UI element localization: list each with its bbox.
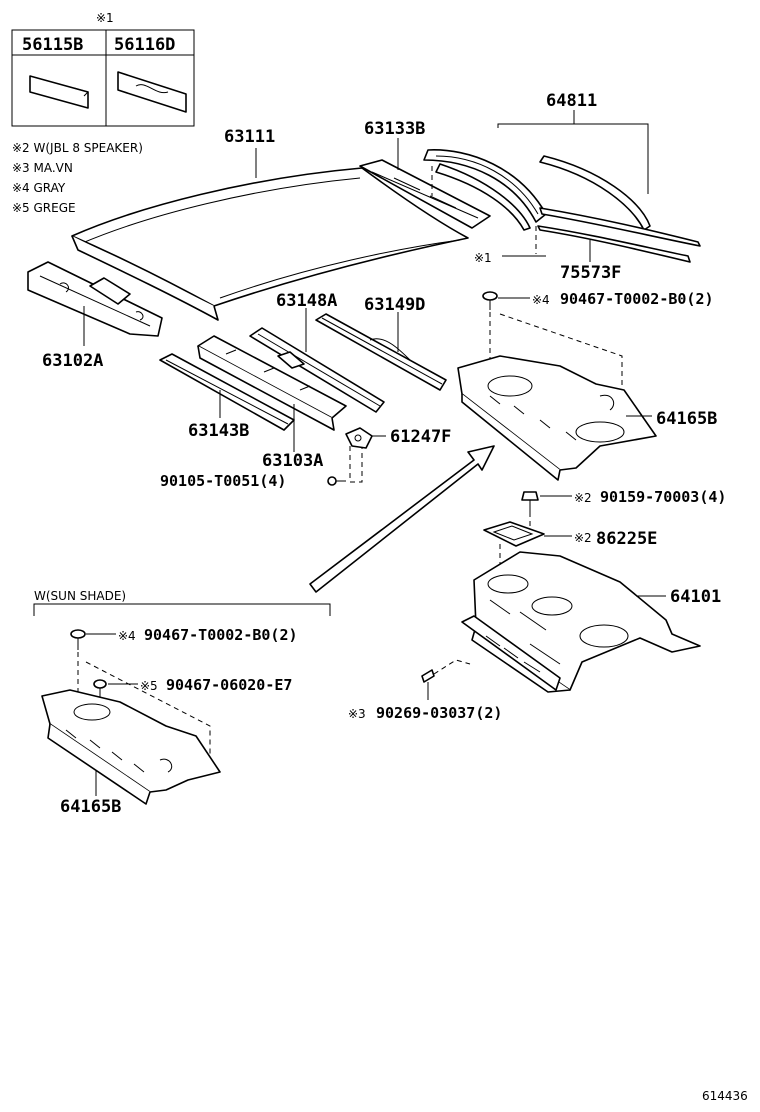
clip-top: ※4 90467-T0002-B0(2) xyxy=(482,290,714,430)
label-mark-1: ※1 xyxy=(474,251,492,265)
screw-ma: ※3 90269-03037(2) xyxy=(348,659,502,722)
label-sun-clip-b-mark: ※5 xyxy=(140,679,158,693)
direction-arrow-icon xyxy=(309,445,495,593)
figure-id: 614436 xyxy=(702,1089,748,1103)
label-63143B: 63143B xyxy=(188,421,249,441)
package-tray-panel: 64101 xyxy=(461,551,721,693)
label-90105-T0051: 90105-T0051(4) xyxy=(160,472,286,490)
roof-bow-63143B: 63143B xyxy=(159,353,295,441)
label-86225E: 86225E xyxy=(596,529,657,549)
emblem-plate-2 xyxy=(117,71,187,113)
emblem-plate-1 xyxy=(29,75,89,109)
screw-icon xyxy=(421,669,435,683)
label-64165B: 64165B xyxy=(656,409,717,429)
screw-icon xyxy=(327,476,337,486)
note-2: ※3 MA.VN xyxy=(12,161,73,175)
screw-90105: 90105-T0051(4) xyxy=(160,472,346,490)
label-clip-jbl: 90159-70003(4) xyxy=(600,488,726,506)
clip-jbl: ※2 90159-70003(4) xyxy=(521,488,726,530)
clip-icon xyxy=(93,679,107,689)
legend-col1: 56115B xyxy=(22,35,83,55)
label-sun-clip-a: 90467-T0002-B0(2) xyxy=(144,626,298,644)
speaker-cover: ※2 86225E xyxy=(483,521,657,580)
label-sun-clip-b: 90467-06020-E7 xyxy=(166,676,292,694)
roof-bow-63149D: 63149D xyxy=(315,295,447,391)
roof-bow-63148A: 63148A xyxy=(249,291,385,413)
label-75573F: 75573F xyxy=(560,263,621,283)
notes: ※2 W(JBL 8 SPEAKER) ※3 MA.VN ※4 GRAY ※5 … xyxy=(12,141,143,215)
label-speaker-mark: ※2 xyxy=(574,531,592,545)
legend-box: ※1 56115B 56116D xyxy=(11,11,195,127)
front-roof-rail: 63102A xyxy=(27,261,163,371)
sun-shade-title: W(SUN SHADE) xyxy=(34,589,126,603)
label-sun-clip-a-mark: ※4 xyxy=(118,629,136,643)
label-64811: 64811 xyxy=(546,91,597,111)
label-63148A: 63148A xyxy=(276,291,337,311)
legend-col2: 56116D xyxy=(114,35,175,55)
bracket-61247F: 61247F xyxy=(345,427,451,483)
roof-panel: 63111 xyxy=(71,127,469,321)
screw-icon xyxy=(521,491,539,501)
roof-bow-63103A: 63103A xyxy=(197,335,347,471)
note-1: ※2 W(JBL 8 SPEAKER) xyxy=(12,141,143,155)
label-63102A: 63102A xyxy=(42,351,103,371)
clip-icon xyxy=(70,629,86,639)
label-clip-top: 90467-T0002-B0(2) xyxy=(560,290,714,308)
label-63133B: 63133B xyxy=(364,119,425,139)
label-61247F: 61247F xyxy=(390,427,451,447)
label-90269-03037: 90269-03037(2) xyxy=(376,704,502,722)
note-3: ※4 GRAY xyxy=(12,181,66,195)
sun-shade-bracket xyxy=(33,603,331,616)
label-clip-top-mark: ※4 xyxy=(532,293,550,307)
roof-molding: 64811 ※1 75573F xyxy=(423,91,701,283)
label-63149D: 63149D xyxy=(364,295,425,315)
note-4: ※5 GREGE xyxy=(12,201,76,215)
legend-mark: ※1 xyxy=(96,11,114,25)
clip-icon xyxy=(482,291,498,301)
label-64101: 64101 xyxy=(670,587,721,607)
label-sun-64165B: 64165B xyxy=(60,797,121,817)
label-63103A: 63103A xyxy=(262,451,323,471)
label-63111: 63111 xyxy=(224,127,275,147)
package-tray-trim: 64165B xyxy=(457,355,717,481)
roof-header-panel: 63133B xyxy=(359,119,491,229)
label-clip-jbl-mark: ※2 xyxy=(574,491,592,505)
sun-shade-group: W(SUN SHADE) ※4 90467-T0002-B0(2) ※5 904… xyxy=(33,589,331,817)
legend-frame xyxy=(11,29,195,127)
label-screw-ma-mark: ※3 xyxy=(348,707,366,721)
